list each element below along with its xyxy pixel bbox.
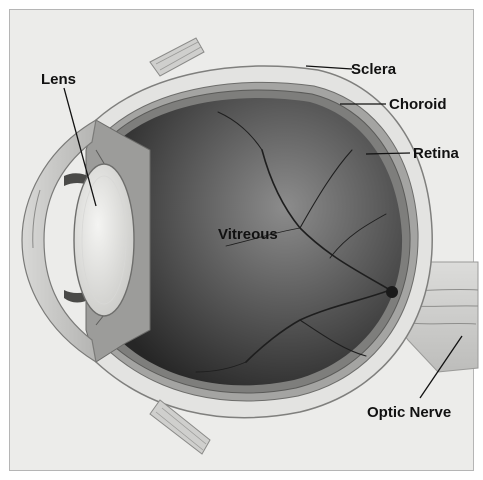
label-vitreous: Vitreous bbox=[218, 227, 278, 242]
label-sclera: Sclera bbox=[351, 62, 396, 77]
label-lens: Lens bbox=[41, 72, 76, 87]
label-choroid: Choroid bbox=[389, 97, 447, 112]
muscle-top bbox=[150, 38, 204, 76]
label-retina: Retina bbox=[413, 146, 459, 161]
optic-disc bbox=[386, 286, 398, 298]
label-optic-nerve: Optic Nerve bbox=[367, 405, 451, 420]
lens-shape bbox=[74, 164, 134, 316]
